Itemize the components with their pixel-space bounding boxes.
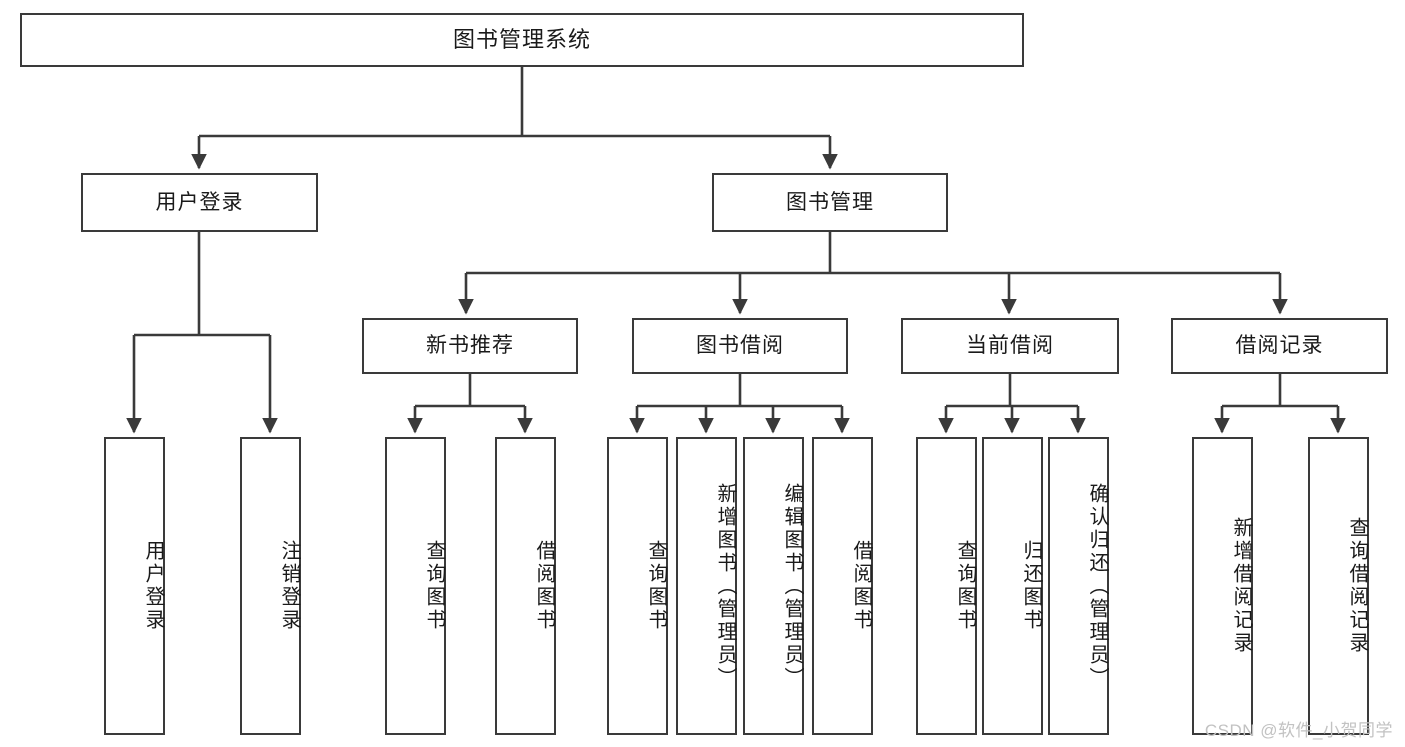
node-root-system-label: 图书管理系统 (452, 26, 591, 52)
node-leaf-add-record[interactable]: 新增借阅记录 (1192, 437, 1253, 735)
watermark-text: CSDN @软件_小贺同学 (1204, 721, 1393, 740)
node-leaf-query-book-1-label: 查询图书 (423, 540, 445, 632)
node-leaf-confirm-return[interactable]: 确认归还（管理员） (1048, 437, 1109, 735)
node-current-borrow-label: 当前借阅 (966, 334, 1054, 358)
node-new-book-recommend-label: 新书推荐 (426, 334, 514, 358)
node-leaf-user-logout-label: 注销登录 (278, 540, 300, 632)
node-leaf-return-book[interactable]: 归还图书 (982, 437, 1043, 735)
node-leaf-user-login[interactable]: 用户登录 (104, 437, 165, 735)
node-leaf-borrow-book-1[interactable]: 借阅图书 (495, 437, 556, 735)
node-leaf-query-book-3[interactable]: 查询图书 (916, 437, 977, 735)
node-leaf-add-book-label: 新增图书（管理员） (714, 482, 736, 690)
node-leaf-confirm-return-label: 确认归还（管理员） (1086, 482, 1108, 690)
node-leaf-return-book-label: 归还图书 (1020, 540, 1042, 632)
node-leaf-query-book-2[interactable]: 查询图书 (607, 437, 668, 735)
node-user-login-label: 用户登录 (155, 190, 244, 214)
node-book-borrow-label: 图书借阅 (696, 334, 784, 358)
node-leaf-add-book[interactable]: 新增图书（管理员） (676, 437, 737, 735)
node-borrow-record-label: 借阅记录 (1235, 334, 1324, 358)
node-user-login[interactable]: 用户登录 (81, 173, 318, 232)
node-book-borrow[interactable]: 图书借阅 (632, 318, 848, 374)
node-book-manage[interactable]: 图书管理 (712, 173, 948, 232)
node-leaf-user-login-label: 用户登录 (142, 540, 164, 632)
node-leaf-borrow-book-2[interactable]: 借阅图书 (812, 437, 873, 735)
node-leaf-query-book-2-label: 查询图书 (645, 540, 667, 632)
node-root-system[interactable]: 图书管理系统 (20, 13, 1024, 67)
node-leaf-add-record-label: 新增借阅记录 (1230, 517, 1252, 655)
node-new-book-recommend[interactable]: 新书推荐 (362, 318, 578, 374)
node-book-manage-label: 图书管理 (786, 190, 874, 214)
node-leaf-edit-book-label: 编辑图书（管理员） (781, 482, 803, 690)
node-leaf-query-record[interactable]: 查询借阅记录 (1308, 437, 1369, 735)
node-leaf-query-book-1[interactable]: 查询图书 (385, 437, 446, 735)
node-leaf-edit-book[interactable]: 编辑图书（管理员） (743, 437, 804, 735)
node-leaf-query-record-label: 查询借阅记录 (1346, 517, 1368, 655)
node-borrow-record[interactable]: 借阅记录 (1171, 318, 1388, 374)
node-leaf-borrow-book-2-label: 借阅图书 (850, 540, 872, 632)
node-leaf-borrow-book-1-label: 借阅图书 (533, 540, 555, 632)
node-leaf-user-logout[interactable]: 注销登录 (240, 437, 301, 735)
node-current-borrow[interactable]: 当前借阅 (901, 318, 1119, 374)
node-leaf-query-book-3-label: 查询图书 (954, 540, 976, 632)
